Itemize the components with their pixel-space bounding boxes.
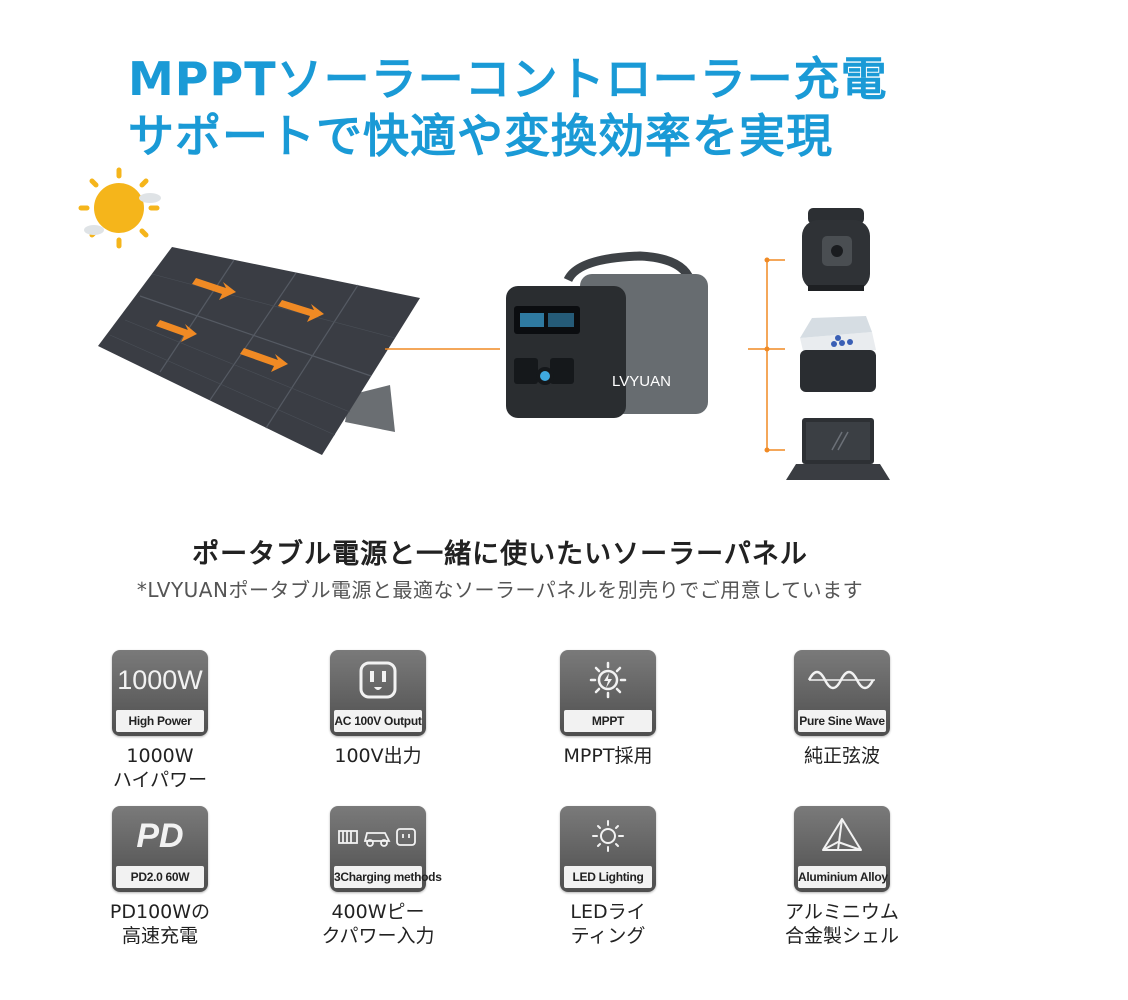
- charging-glyph: [338, 828, 416, 847]
- feature-ac-output: AC 100V Output 100V出力: [278, 650, 478, 768]
- badge-big-text: PD: [136, 816, 184, 855]
- feature-label: ハイパワー: [112, 769, 208, 791]
- feature-label: アルミニウム: [785, 901, 899, 923]
- brand-label: LVYUAN: [612, 373, 671, 390]
- feature-label: 1000W: [126, 745, 194, 767]
- feature-label: 合金製シェル: [784, 925, 899, 947]
- feature-label: クパワー入力: [321, 925, 435, 947]
- sun-icon: [78, 167, 161, 249]
- section-note: *LVYUANポータブル電源と最適なソーラーパネルを別売りでご用意しています: [136, 578, 864, 602]
- solar-charging-illustration: LVYUAN: [78, 167, 890, 480]
- feature-label: 100V出力: [334, 745, 422, 767]
- output-lines: [748, 259, 785, 451]
- pd-icon: PD PD2.0 60W: [112, 806, 208, 892]
- feature-high-power: 1000W High Power 1000W ハイパワー: [60, 650, 260, 792]
- cooler-box-icon: [800, 316, 876, 392]
- badge-tag: PD2.0 60W: [116, 866, 204, 888]
- feature-peak-input: 3Charging methods 400Wピー クパワー入力: [278, 806, 478, 948]
- feature-label: PD100Wの: [109, 901, 211, 923]
- solar-panel: [98, 247, 420, 455]
- mppt-sun-icon: MPPT: [560, 650, 656, 736]
- wave-glyph: [807, 670, 875, 690]
- led-glyph: [592, 820, 624, 852]
- ac-outlet-icon: AC 100V Output: [330, 650, 426, 736]
- feature-aluminium-shell: Aluminium Alloy アルミニウム 合金製シェル: [742, 806, 942, 948]
- charging-methods-icon: 3Charging methods: [330, 806, 442, 892]
- high-power-icon: 1000W High Power: [112, 650, 208, 736]
- feature-label: 高速充電: [121, 925, 198, 947]
- badge-big-text: 1000W: [117, 664, 203, 695]
- badge-tag: Aluminium Alloy: [798, 866, 888, 888]
- sine-wave-icon: Pure Sine Wave: [794, 650, 890, 736]
- section-subtitle: ポータブル電源と一緒に使いたいソーラーパネル: [192, 539, 808, 570]
- laptop-icon: [786, 418, 890, 480]
- feature-label: ティング: [570, 925, 646, 947]
- feature-label: 400Wピー: [331, 901, 425, 923]
- badge-tag: LED Lighting: [564, 866, 652, 888]
- feature-pd-charging: PD PD2.0 60W PD100Wの 高速充電: [60, 806, 260, 948]
- title-line-1: MPPTソーラーコントローラー充電: [128, 52, 888, 106]
- badge-tag: Pure Sine Wave: [798, 710, 886, 732]
- badge-tag: High Power: [116, 710, 204, 732]
- feature-label: 純正弦波: [803, 745, 880, 767]
- badge-tag: 3Charging methods: [334, 866, 442, 888]
- rice-cooker-icon: [802, 208, 870, 291]
- feature-label: MPPT採用: [563, 745, 653, 767]
- sun-glyph: [589, 661, 627, 699]
- outlet-glyph: [359, 661, 397, 699]
- power-station: LVYUAN: [506, 251, 708, 418]
- feature-mppt: MPPT MPPT採用: [508, 650, 708, 768]
- led-light-icon: LED Lighting: [560, 806, 656, 892]
- feature-sine-wave: Pure Sine Wave 純正弦波: [742, 650, 942, 768]
- pyramid-icon: Aluminium Alloy: [794, 806, 890, 892]
- badge-tag: MPPT: [564, 710, 652, 732]
- feature-led-lighting: LED Lighting LEDライ ティング: [508, 806, 708, 948]
- title-line-2: サポートで快適や変換効率を実現: [128, 109, 833, 163]
- feature-label: LEDライ: [570, 901, 646, 923]
- pyramid-glyph: [822, 818, 862, 851]
- badge-tag: AC 100V Output: [334, 710, 422, 732]
